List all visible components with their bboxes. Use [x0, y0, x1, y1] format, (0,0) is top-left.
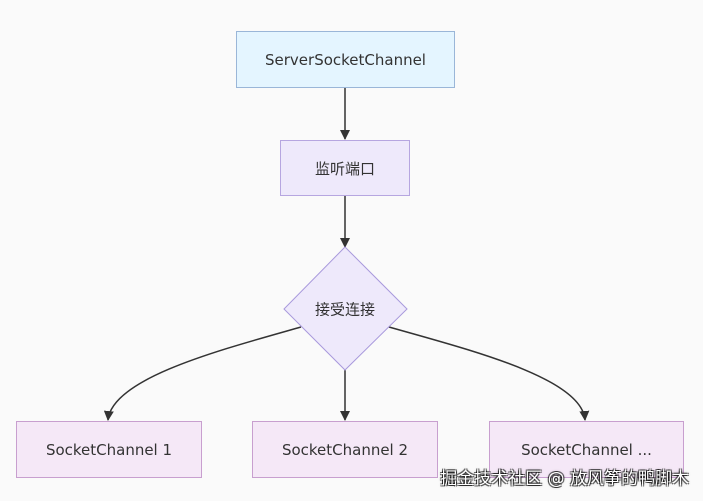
watermark: 掘金技术社区 @ 放风筝的鸭脚木: [440, 469, 689, 489]
edge-accept-to-socket3: [388, 326, 590, 421]
node-server-socket-channel: ServerSocketChannel: [236, 31, 455, 88]
node-accept-connection-label: 接受连接: [314, 300, 376, 319]
node-socket-channel-more: SocketChannel ...: [489, 421, 684, 478]
node-listen-port: 监听端口: [280, 140, 410, 196]
node-socket-channel-1: SocketChannel 1: [16, 421, 202, 478]
decision-diamond-accept: [283, 246, 408, 371]
node-socket-channel-2: SocketChannel 2: [252, 421, 438, 478]
edge-accept-to-socket1: [103, 326, 302, 421]
